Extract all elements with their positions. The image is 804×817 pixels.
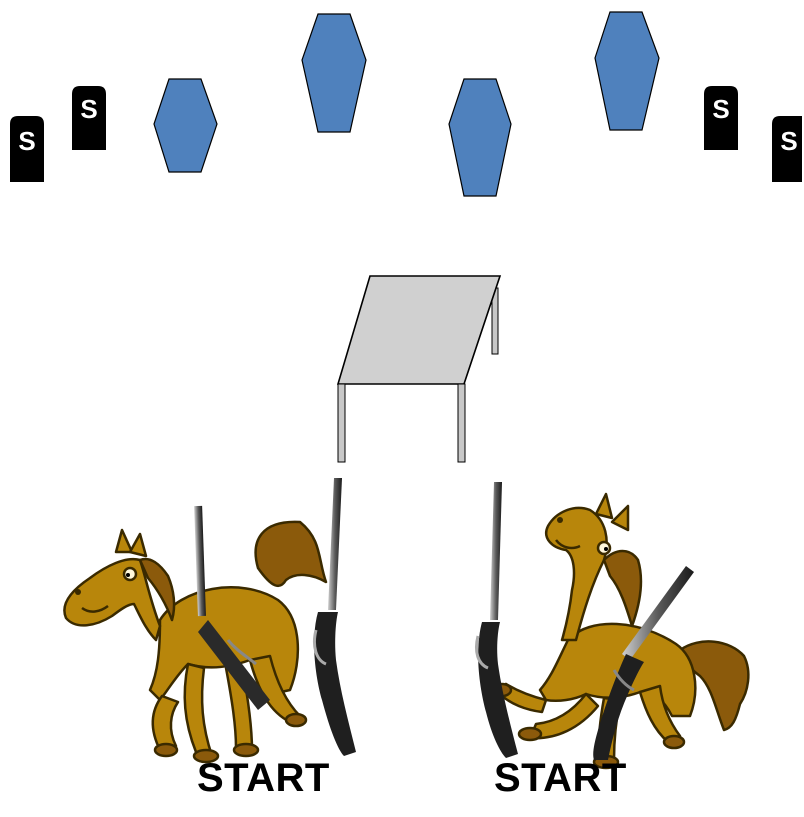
steel-plate-letter: S: [780, 126, 797, 156]
steel-plate-letter: S: [712, 94, 729, 124]
hex-target-4: [595, 12, 659, 130]
rifle-right-1: [476, 482, 518, 758]
steel-plate-letter: S: [18, 126, 35, 156]
steel-plate-4: S: [772, 116, 802, 182]
loading-table: [338, 276, 500, 462]
hex-target-3: [449, 79, 511, 196]
steel-plate-3: S: [704, 86, 738, 150]
steel-plate-2: S: [72, 86, 106, 150]
rifle-left-2: [314, 478, 356, 756]
steel-plate-1: S: [10, 116, 44, 182]
start-position-right-label: START: [494, 758, 627, 798]
start-position-left-label: START: [197, 758, 330, 798]
hex-target-2: [302, 14, 366, 132]
steel-plate-letter: S: [80, 94, 97, 124]
horse-right: [493, 494, 748, 768]
horse-left: [64, 522, 326, 762]
